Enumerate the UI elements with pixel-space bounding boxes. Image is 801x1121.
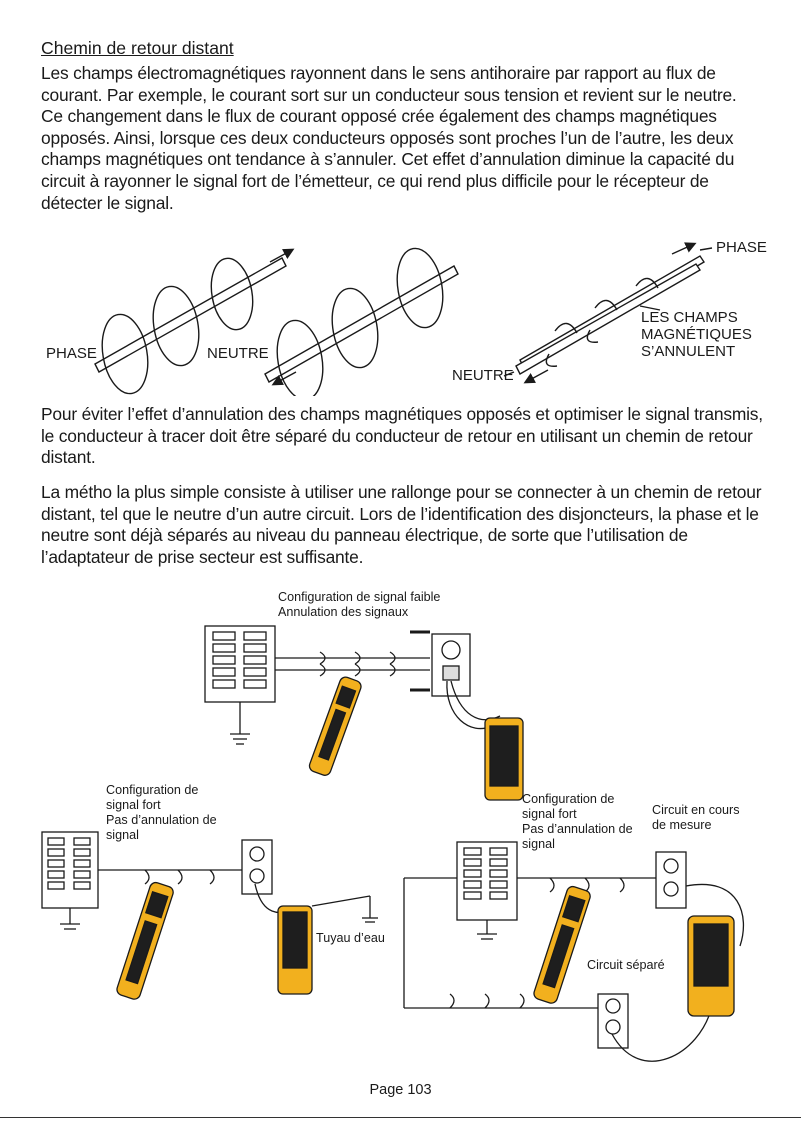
label-circuit-measured: Circuit en cours de mesure: [652, 803, 740, 832]
label-strong-config-right: Configuration de signal fort Pas d’annul…: [522, 792, 633, 851]
outlet-top: [431, 633, 471, 697]
paragraph-remote-path: Pour éviter l’effet d’annulation des cha…: [41, 404, 763, 468]
label-neutre-left: NEUTRE: [207, 345, 269, 362]
section-heading: Chemin de retour distant: [41, 38, 234, 58]
label-strong-config-left: Configuration de signal fort Pas d’annul…: [106, 783, 217, 842]
label-weak-config: Configuration de signal faible Annulatio…: [278, 590, 441, 619]
label-neutre-right: NEUTRE: [452, 367, 514, 384]
page-number: Page 103: [369, 1082, 432, 1098]
label-water-pipe: Tuyau d’eau: [316, 931, 385, 945]
paragraph-intro: Les champs électromagnétiques rayonnent …: [41, 63, 737, 213]
figure-field-cancellation: PHASE NEUTRE PHASE NEUTRE LES CHAMPS MAG…: [0, 236, 801, 401]
outlet-measured: [655, 851, 687, 909]
outlet-bottom-left: [241, 839, 273, 895]
paragraph-simple-method: La métho la plus simple consiste à utili…: [41, 482, 762, 567]
label-phase-right: PHASE: [716, 239, 767, 256]
label-fields-cancel: LES CHAMPS MAGNÉTIQUES S’ANNULENT: [641, 309, 752, 360]
outlet-separate: [597, 993, 629, 1049]
label-separate-circuit: Circuit séparé: [587, 958, 665, 972]
conductor-neutral: [264, 265, 459, 383]
configuration-diagram: [41, 625, 745, 1062]
conductor-phase: [94, 257, 287, 373]
label-phase-left: PHASE: [46, 345, 97, 362]
figure-configurations: Configuration de signal faible Annulatio…: [0, 586, 801, 1076]
footer-rule: [0, 1117, 801, 1118]
field-diagram: [94, 242, 713, 401]
